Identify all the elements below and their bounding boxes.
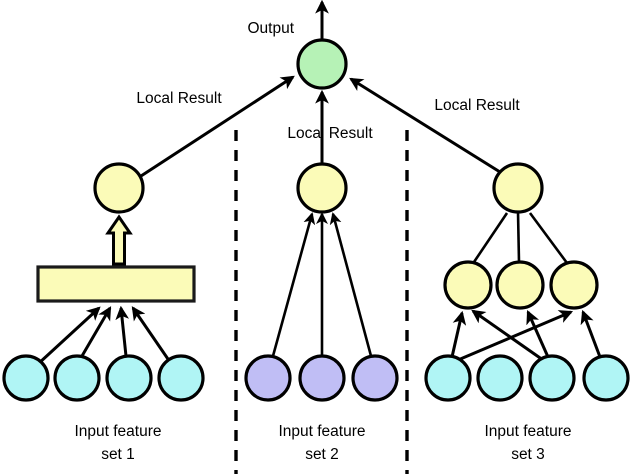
edge-input3-4-to-hidden3 <box>580 309 602 358</box>
branch-3-hidden-edges <box>472 211 569 264</box>
local-result-label-right: Local Result <box>434 97 520 114</box>
output-node <box>296 38 348 90</box>
input-set-2-label-line2: set 2 <box>305 446 339 463</box>
input-node-1-2 <box>53 354 101 402</box>
branch-1-edges <box>36 305 172 366</box>
local-result-node-2 <box>296 162 348 214</box>
group-dividers <box>234 130 409 474</box>
edge-input1-to-block <box>36 306 101 366</box>
local-result-label-left: Local Result <box>136 90 222 107</box>
input-set-2-label-line1: Input feature <box>278 423 365 440</box>
edge-hidden3-3-to-local3 <box>528 212 569 264</box>
input-node-2-1 <box>244 354 292 402</box>
branch-2-input-nodes <box>244 354 399 402</box>
input-node-2-2 <box>298 354 346 402</box>
input-set-3-label-line1: Input feature <box>484 423 571 440</box>
branch-3-input-edges <box>450 309 602 362</box>
input-node-3-2 <box>476 354 524 402</box>
hidden-node-3-2 <box>495 260 545 310</box>
input-node-1-3 <box>105 354 153 402</box>
edge-input3-1-to-hidden3 <box>457 310 574 362</box>
edge-input4-to-block <box>131 306 172 363</box>
edge-input2-1-to-local2 <box>271 212 316 357</box>
edge-input3-3-to-hidden2 <box>526 309 550 358</box>
branch-3-hidden-nodes <box>443 260 599 310</box>
input-node-1-4 <box>157 354 205 402</box>
hidden-node-3-3 <box>549 260 599 310</box>
input-node-3-1 <box>424 354 472 402</box>
input-node-3-3 <box>528 354 576 402</box>
branch-3-input-nodes <box>424 354 630 402</box>
hidden-node-3-1 <box>443 260 493 310</box>
output-label: Output <box>247 20 294 37</box>
input-set-1-label-line2: set 1 <box>101 446 135 463</box>
edge-local1-to-output <box>140 75 295 178</box>
input-set-1-label-line1: Input feature <box>74 423 161 440</box>
edge-input3-1-to-hidden1 <box>450 310 467 358</box>
feature-aggregation-block <box>36 265 196 303</box>
edge-local3-to-output <box>349 77 501 174</box>
local-result-node-3 <box>492 162 544 214</box>
local-result-label-middle: Local Result <box>287 125 373 142</box>
edge-input3-3-to-hidden1 <box>471 309 544 362</box>
input-node-2-3 <box>351 354 399 402</box>
branch-2-edges <box>271 212 373 357</box>
branch-1-input-nodes <box>2 354 205 402</box>
block-arrow-up <box>105 214 133 266</box>
input-node-1-1 <box>2 354 50 402</box>
edge-input2-3-to-local2 <box>329 212 373 357</box>
input-set-3-label-line2: set 3 <box>511 446 545 463</box>
edge-input3-to-block <box>115 305 130 357</box>
edge-hidden3-2-to-local3 <box>516 211 521 263</box>
edge-input2-to-block <box>80 306 112 357</box>
local-result-node-1 <box>93 162 145 214</box>
input-node-3-4 <box>582 354 630 402</box>
edge-hidden3-1-to-local3 <box>472 212 509 263</box>
